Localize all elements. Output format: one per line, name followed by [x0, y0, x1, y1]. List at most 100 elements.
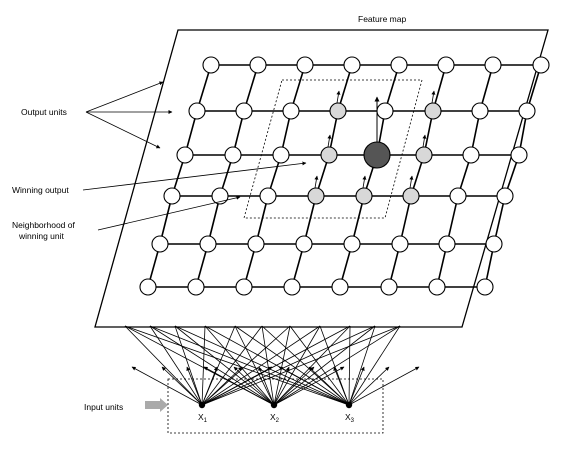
connection-line — [149, 325, 275, 406]
output-unit — [438, 235, 456, 253]
input-label-base: X — [198, 412, 204, 422]
connection-line — [149, 325, 203, 406]
neighborhood-box — [243, 79, 423, 219]
connection-line — [201, 325, 291, 406]
output-unit — [283, 278, 301, 296]
connection-arrow — [258, 366, 275, 406]
connection-line — [348, 325, 401, 406]
connection-arrow — [308, 366, 350, 406]
input-label-sub: 1 — [204, 418, 208, 424]
input-label: X3 — [345, 412, 355, 424]
connection-line — [149, 325, 350, 406]
output-unit — [484, 56, 502, 74]
feature-map-label: Feature map — [358, 14, 406, 24]
connection-line — [261, 325, 350, 406]
connection-arrow — [348, 366, 420, 406]
connection-line — [201, 325, 263, 406]
input-units-box — [167, 378, 384, 434]
connection-line — [234, 325, 275, 406]
neighbor-unit — [402, 187, 420, 205]
input-node — [345, 401, 353, 409]
connection-arrow — [186, 366, 203, 406]
output-unit — [476, 278, 494, 296]
output-unit — [272, 146, 290, 164]
connection-line — [273, 325, 321, 406]
input-label: X2 — [270, 412, 280, 424]
neighbor-unit — [307, 187, 325, 205]
neighbor-arrow — [431, 90, 436, 104]
winning-output-pointer — [82, 161, 307, 191]
connection-line — [261, 325, 275, 406]
connection-line — [174, 325, 203, 406]
input-label-base: X — [270, 412, 276, 422]
connection-line — [201, 325, 321, 406]
output-unit — [235, 102, 253, 120]
neighbor-unit — [415, 146, 433, 164]
connection-arrow — [131, 366, 203, 406]
connection-line — [201, 325, 401, 406]
output-units-label: Output units — [21, 107, 67, 117]
neighbor-arrow — [362, 175, 367, 189]
output-unit — [437, 56, 455, 74]
connection-line — [273, 325, 291, 406]
connection-arrow — [348, 366, 390, 406]
connection-line — [273, 325, 401, 406]
output-unit — [211, 187, 229, 205]
connection-line — [124, 325, 203, 406]
connection-arrow — [333, 366, 350, 406]
neighborhood-label-line1: Neighborhood of — [12, 220, 75, 230]
neighborhood-label-line2: winning unit — [18, 231, 65, 241]
output-unit — [296, 56, 314, 74]
output-unit — [139, 278, 157, 296]
connection-arrow — [348, 366, 365, 406]
neighbor-arrow — [422, 134, 427, 148]
output-unit — [202, 56, 220, 74]
output-unit — [532, 56, 550, 74]
output-unit — [496, 187, 514, 205]
connection-arrow — [203, 366, 275, 406]
neighborhood-pointer — [97, 195, 241, 231]
output-unit — [247, 235, 265, 253]
connection-line — [273, 325, 376, 406]
output-unit — [518, 102, 536, 120]
input-node — [198, 401, 206, 409]
connection-arrow — [161, 366, 203, 406]
output-unit — [187, 278, 205, 296]
input-units-arrow — [145, 398, 168, 412]
neighbor-unit — [320, 146, 338, 164]
connection-line — [174, 325, 350, 406]
connection-arrow — [201, 366, 243, 406]
output-unit — [376, 102, 394, 120]
output-unit — [176, 146, 194, 164]
neighbor-arrow — [314, 175, 319, 189]
connection-line — [201, 325, 206, 406]
output-units-pointer-1 — [85, 81, 164, 113]
output-unit — [331, 278, 349, 296]
neighbor-update-arrows — [314, 90, 436, 189]
output-unit — [462, 146, 480, 164]
output-unit — [471, 102, 489, 120]
input-node — [270, 401, 278, 409]
output-unit — [295, 235, 313, 253]
connection-arrow — [273, 366, 345, 406]
connection-line — [273, 325, 351, 406]
connection-line — [174, 325, 275, 406]
output-unit — [391, 235, 409, 253]
connection-line — [234, 325, 350, 406]
input-label-sub: 3 — [351, 418, 355, 424]
neighbor-unit — [355, 187, 373, 205]
connection-arrow — [273, 366, 290, 406]
output-unit — [163, 187, 181, 205]
output-unit — [380, 278, 398, 296]
output-unit — [343, 56, 361, 74]
input-output-connections — [124, 325, 420, 406]
connection-line — [201, 325, 376, 406]
input-units-label: Input units — [84, 402, 123, 412]
neighbor-arrow — [336, 90, 341, 104]
neighbor-arrow — [327, 134, 332, 148]
output-unit — [188, 102, 206, 120]
output-unit — [199, 235, 217, 253]
connection-arrow — [278, 366, 350, 406]
